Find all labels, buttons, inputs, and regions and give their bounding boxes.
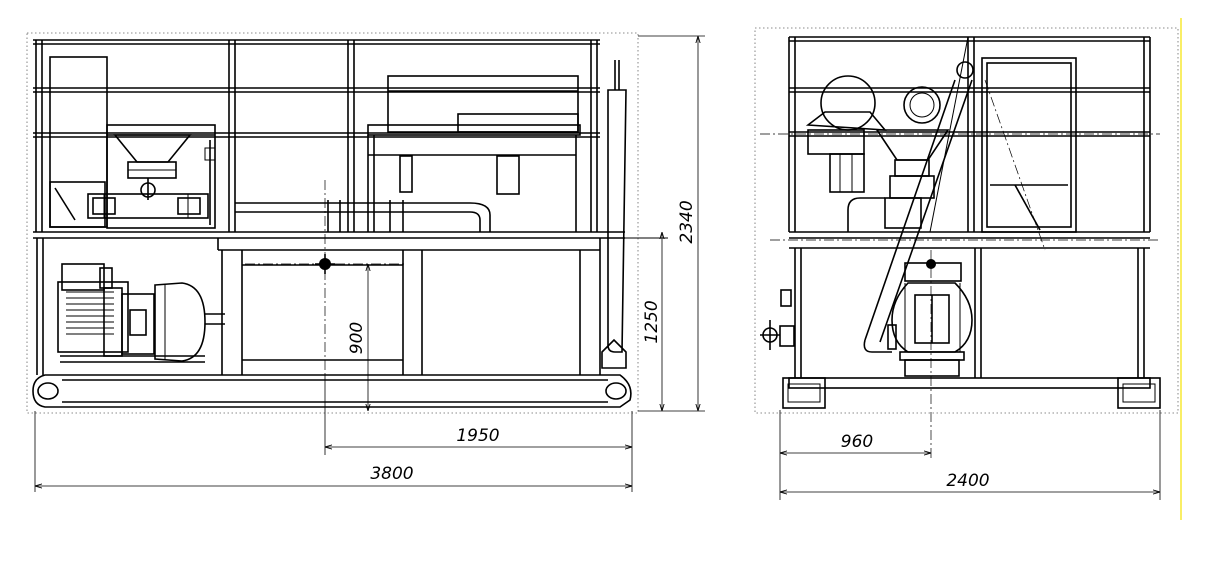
dim-front-total-length: 3800 [370, 464, 413, 484]
front-view: 2340 1250 900 1950 3800 [26, 32, 705, 492]
front-upper-frame [33, 39, 600, 232]
dim-front-total-height: 2340 [677, 200, 697, 243]
dim-side-center-offset: 960 [841, 432, 873, 452]
side-right-panel [981, 57, 1077, 251]
front-lower-frame [36, 238, 601, 375]
dim-front-center-height: 900 [347, 322, 367, 354]
side-lower-frame [794, 248, 1145, 378]
front-deck [33, 231, 625, 251]
side-deck [770, 231, 1160, 249]
front-hopper-unit [49, 56, 216, 229]
dim-side-total-width: 2400 [946, 471, 989, 491]
side-view: 960 2400 [754, 27, 1179, 500]
front-lifting-pole [601, 60, 668, 369]
side-chute [863, 36, 974, 353]
front-skid [32, 374, 632, 408]
side-upper-frame [760, 36, 1160, 232]
front-dimensions [34, 35, 705, 492]
side-dimensions [779, 410, 1161, 500]
front-center-mark [245, 180, 405, 375]
front-motor-pump [57, 263, 225, 363]
side-motor [887, 250, 973, 460]
front-tank-interior [235, 75, 581, 232]
side-valve [760, 289, 795, 350]
dim-front-center-offset: 1950 [456, 426, 499, 446]
dim-front-frame-height: 1250 [642, 300, 662, 343]
side-skid [782, 377, 1161, 409]
